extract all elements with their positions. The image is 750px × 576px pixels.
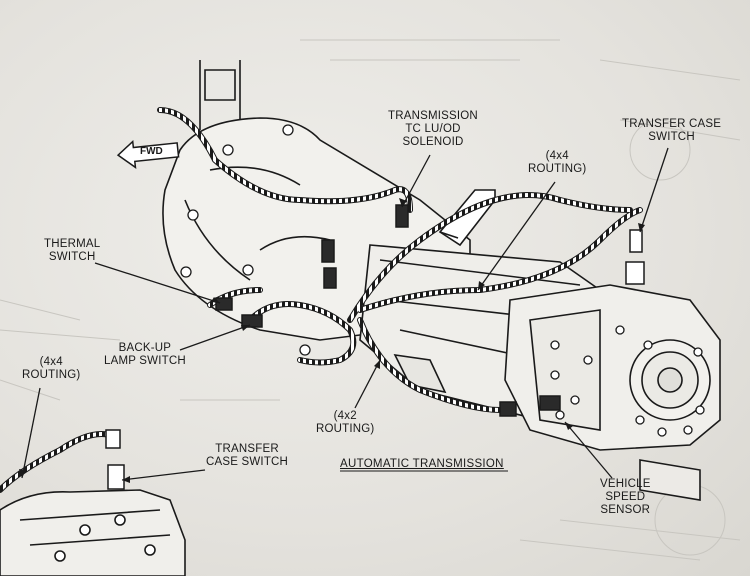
label-transfer-case-switch-bottom: TRANSFER CASE SWITCH xyxy=(206,443,289,468)
diagram-title: AUTOMATIC TRANSMISSION xyxy=(340,458,504,470)
background-ghost-lines xyxy=(0,39,741,561)
bolts xyxy=(180,124,705,437)
connectors xyxy=(105,204,645,490)
label-vehicle-speed-sensor: VEHICLE SPEED SENSOR xyxy=(600,478,651,516)
label-4x2-routing: (4x2 ROUTING) xyxy=(316,410,375,435)
label-transfer-case-switch-top: TRANSFER CASE SWITCH xyxy=(622,118,722,143)
label-4x4-routing-left: (4x4 ROUTING) xyxy=(22,356,81,381)
fwd-label: FWD xyxy=(140,146,163,157)
label-thermal-switch: THERMAL SWITCH xyxy=(44,238,101,263)
label-4x4-routing-top: (4x4 ROUTING) xyxy=(528,150,587,175)
leader-lines xyxy=(21,147,669,481)
label-transmission-solenoid: TRANSMISSION TC LU/OD SOLENOID xyxy=(388,110,478,148)
inset-transfer-case xyxy=(0,489,186,576)
leader-arrowheads xyxy=(19,198,645,483)
wiring-harness xyxy=(0,107,643,493)
transfer-case xyxy=(504,284,721,501)
fwd-arrow-icon xyxy=(116,139,180,169)
label-backup-lamp-switch: BACK-UP LAMP SWITCH xyxy=(104,342,186,367)
